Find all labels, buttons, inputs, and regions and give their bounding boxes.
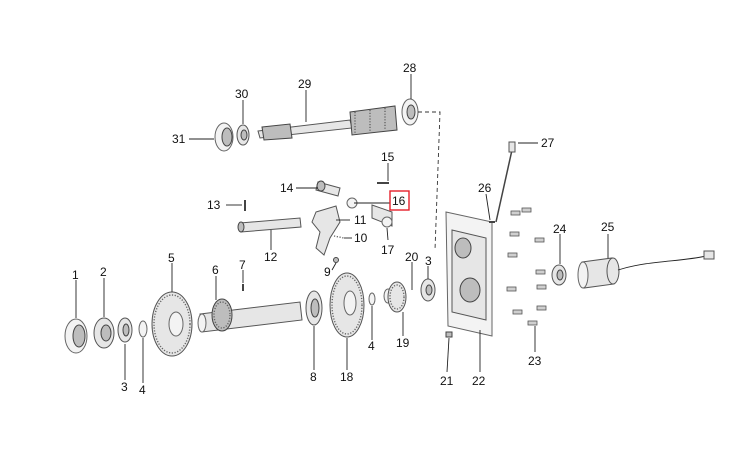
leader-lines — [75, 74, 609, 383]
label-part-1: 1 — [72, 268, 79, 282]
label-part-8: 8 — [310, 370, 317, 384]
highlight-box-16 — [389, 190, 410, 211]
part-29-shaft — [257, 105, 398, 141]
label-part-10: 10 — [354, 231, 368, 245]
part-14-shift-rod — [315, 180, 341, 197]
part-6-main-shaft — [197, 298, 303, 333]
part-4-washer-b — [368, 292, 376, 306]
label-part-3: 3 — [121, 380, 128, 394]
label-part-25: 25 — [601, 220, 615, 234]
part-17-fork-lever — [371, 204, 393, 228]
part-23-bolts — [506, 207, 547, 326]
label-part-15: 15 — [381, 150, 395, 164]
part-4-washer — [138, 320, 148, 338]
label-part-23: 23 — [528, 354, 542, 368]
label-part-27: 27 — [541, 136, 555, 150]
part-22-housing-cover — [445, 211, 493, 337]
label-part-22: 22 — [472, 374, 486, 388]
part-1-seal — [64, 318, 88, 354]
label-part-18: 18 — [340, 370, 354, 384]
part-9-ball — [333, 257, 339, 263]
part-21-dowel-pin — [445, 331, 453, 338]
part-28-bearing — [401, 98, 419, 126]
label-part-7: 7 — [239, 258, 246, 272]
callout-labels: 1 2 3 4 5 6 7 8 9 10 11 12 13 14 15 16 1… — [72, 61, 615, 397]
part-5-gear — [151, 291, 193, 357]
label-part-19: 19 — [396, 336, 410, 350]
label-part-16: 16 — [392, 194, 406, 208]
label-part-28: 28 — [403, 61, 417, 75]
label-part-26: 26 — [478, 181, 492, 195]
label-part-13: 13 — [207, 198, 221, 212]
part-24-bushing — [551, 264, 567, 286]
part-25-speed-sensor-housing — [577, 250, 715, 289]
part-2-bearing — [93, 317, 115, 349]
label-part-30: 30 — [235, 87, 249, 101]
label-part-6: 6 — [212, 263, 219, 277]
label-part-17: 17 — [381, 243, 395, 257]
part-12-shift-rail — [237, 217, 302, 233]
label-part-5: 5 — [168, 251, 175, 265]
label-part-11: 11 — [354, 213, 367, 227]
label-part-12: 12 — [264, 250, 278, 264]
part-30-bearing — [236, 124, 250, 146]
label-part-20: 20 — [405, 250, 419, 264]
label-part-31: 31 — [172, 132, 186, 146]
part-10-spring — [333, 235, 345, 239]
label-part-3-b: 3 — [425, 254, 432, 268]
label-part-21: 21 — [440, 374, 454, 388]
label-part-29: 29 — [298, 77, 312, 91]
part-19-gear — [387, 281, 407, 313]
part-8-synchro-ring — [305, 290, 323, 326]
part-3-bearing-b — [420, 278, 436, 302]
label-part-4-b: 4 — [368, 339, 375, 353]
part-11-shift-fork — [311, 205, 341, 256]
label-part-9: 9 — [324, 265, 331, 279]
part-27-sensor — [495, 141, 516, 223]
part-18-gear — [329, 272, 365, 338]
part-31-bearing-cover — [214, 122, 234, 152]
label-part-2: 2 — [100, 265, 107, 279]
label-part-24: 24 — [553, 222, 567, 236]
part-3-bearing — [117, 317, 133, 343]
label-part-4: 4 — [139, 383, 146, 397]
label-part-14: 14 — [280, 181, 294, 195]
